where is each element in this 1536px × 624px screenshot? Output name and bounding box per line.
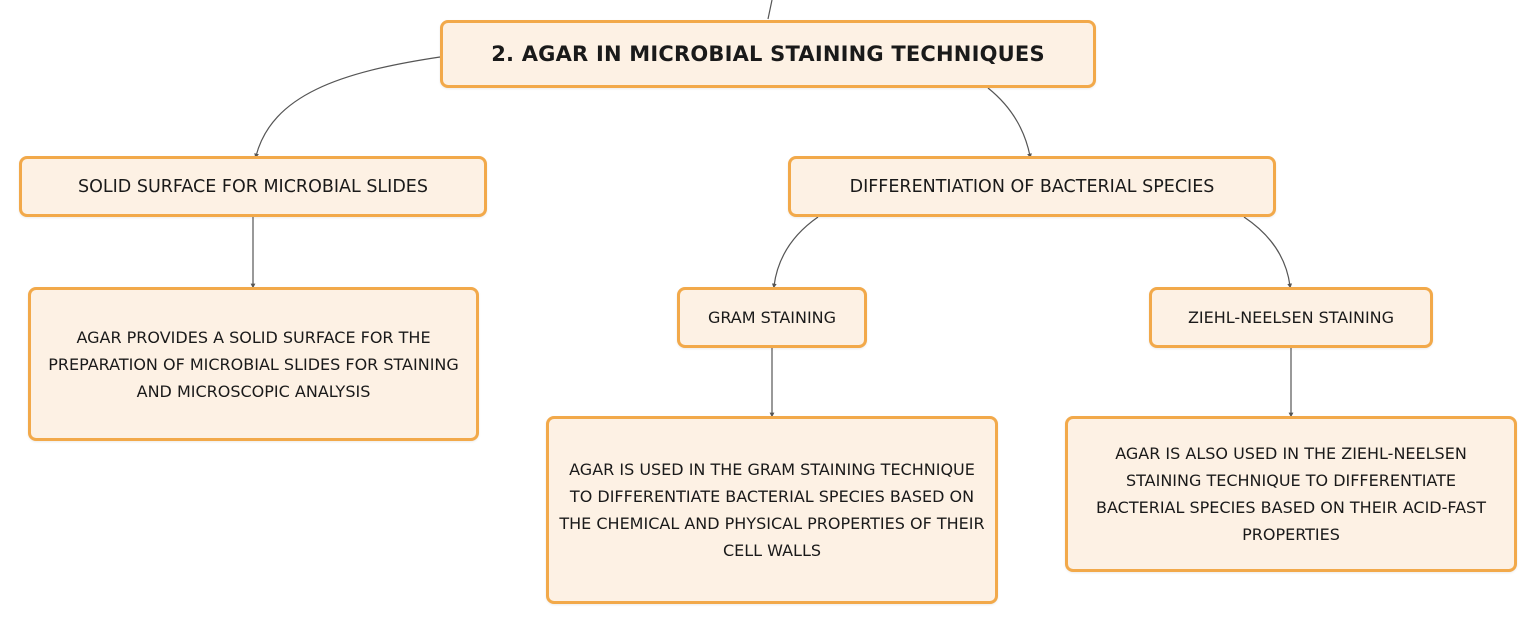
solid-surface-description-text: AGAR PROVIDES A SOLID SURFACE FOR THE PR…: [48, 327, 459, 401]
ziehl-neelsen-description-node[interactable]: AGAR IS ALSO USED IN THE ZIEHL-NEELSEN S…: [1065, 416, 1517, 572]
gram-staining-node-label: GRAM STAINING: [707, 308, 837, 327]
connector-root-to-solid-surface: [254, 56, 441, 159]
gram-staining-node[interactable]: GRAM STAINING: [677, 287, 867, 348]
gram-staining-description-text: AGAR IS USED IN THE GRAM STAINING TECHNI…: [559, 460, 985, 560]
root-node-label: 2. AGAR IN MICROBIAL STAINING TECHNIQUES: [491, 42, 1045, 66]
connector-parent-to-root: [767, 0, 773, 20]
connector-differentiation-to-ziehl: [1243, 216, 1293, 289]
root-node[interactable]: 2. AGAR IN MICROBIAL STAINING TECHNIQUES: [440, 20, 1096, 88]
solid-surface-description-node[interactable]: AGAR PROVIDES A SOLID SURFACE FOR THE PR…: [28, 287, 479, 441]
differentiation-node-label: DIFFERENTIATION OF BACTERIAL SPECIES: [849, 176, 1215, 197]
ziehl-neelsen-staining-node[interactable]: ZIEHL-NEELSEN STAINING: [1149, 287, 1433, 348]
connector-root-to-differentiation: [987, 87, 1032, 159]
solid-surface-node[interactable]: SOLID SURFACE FOR MICROBIAL SLIDES: [19, 156, 487, 217]
solid-surface-node-label: SOLID SURFACE FOR MICROBIAL SLIDES: [78, 176, 428, 197]
connector-differentiation-to-gram: [771, 216, 819, 289]
differentiation-node[interactable]: DIFFERENTIATION OF BACTERIAL SPECIES: [788, 156, 1276, 217]
ziehl-neelsen-staining-node-label: ZIEHL-NEELSEN STAINING: [1187, 308, 1395, 327]
gram-staining-description-node[interactable]: AGAR IS USED IN THE GRAM STAINING TECHNI…: [546, 416, 998, 604]
ziehl-neelsen-description-text: AGAR IS ALSO USED IN THE ZIEHL-NEELSEN S…: [1096, 444, 1486, 544]
